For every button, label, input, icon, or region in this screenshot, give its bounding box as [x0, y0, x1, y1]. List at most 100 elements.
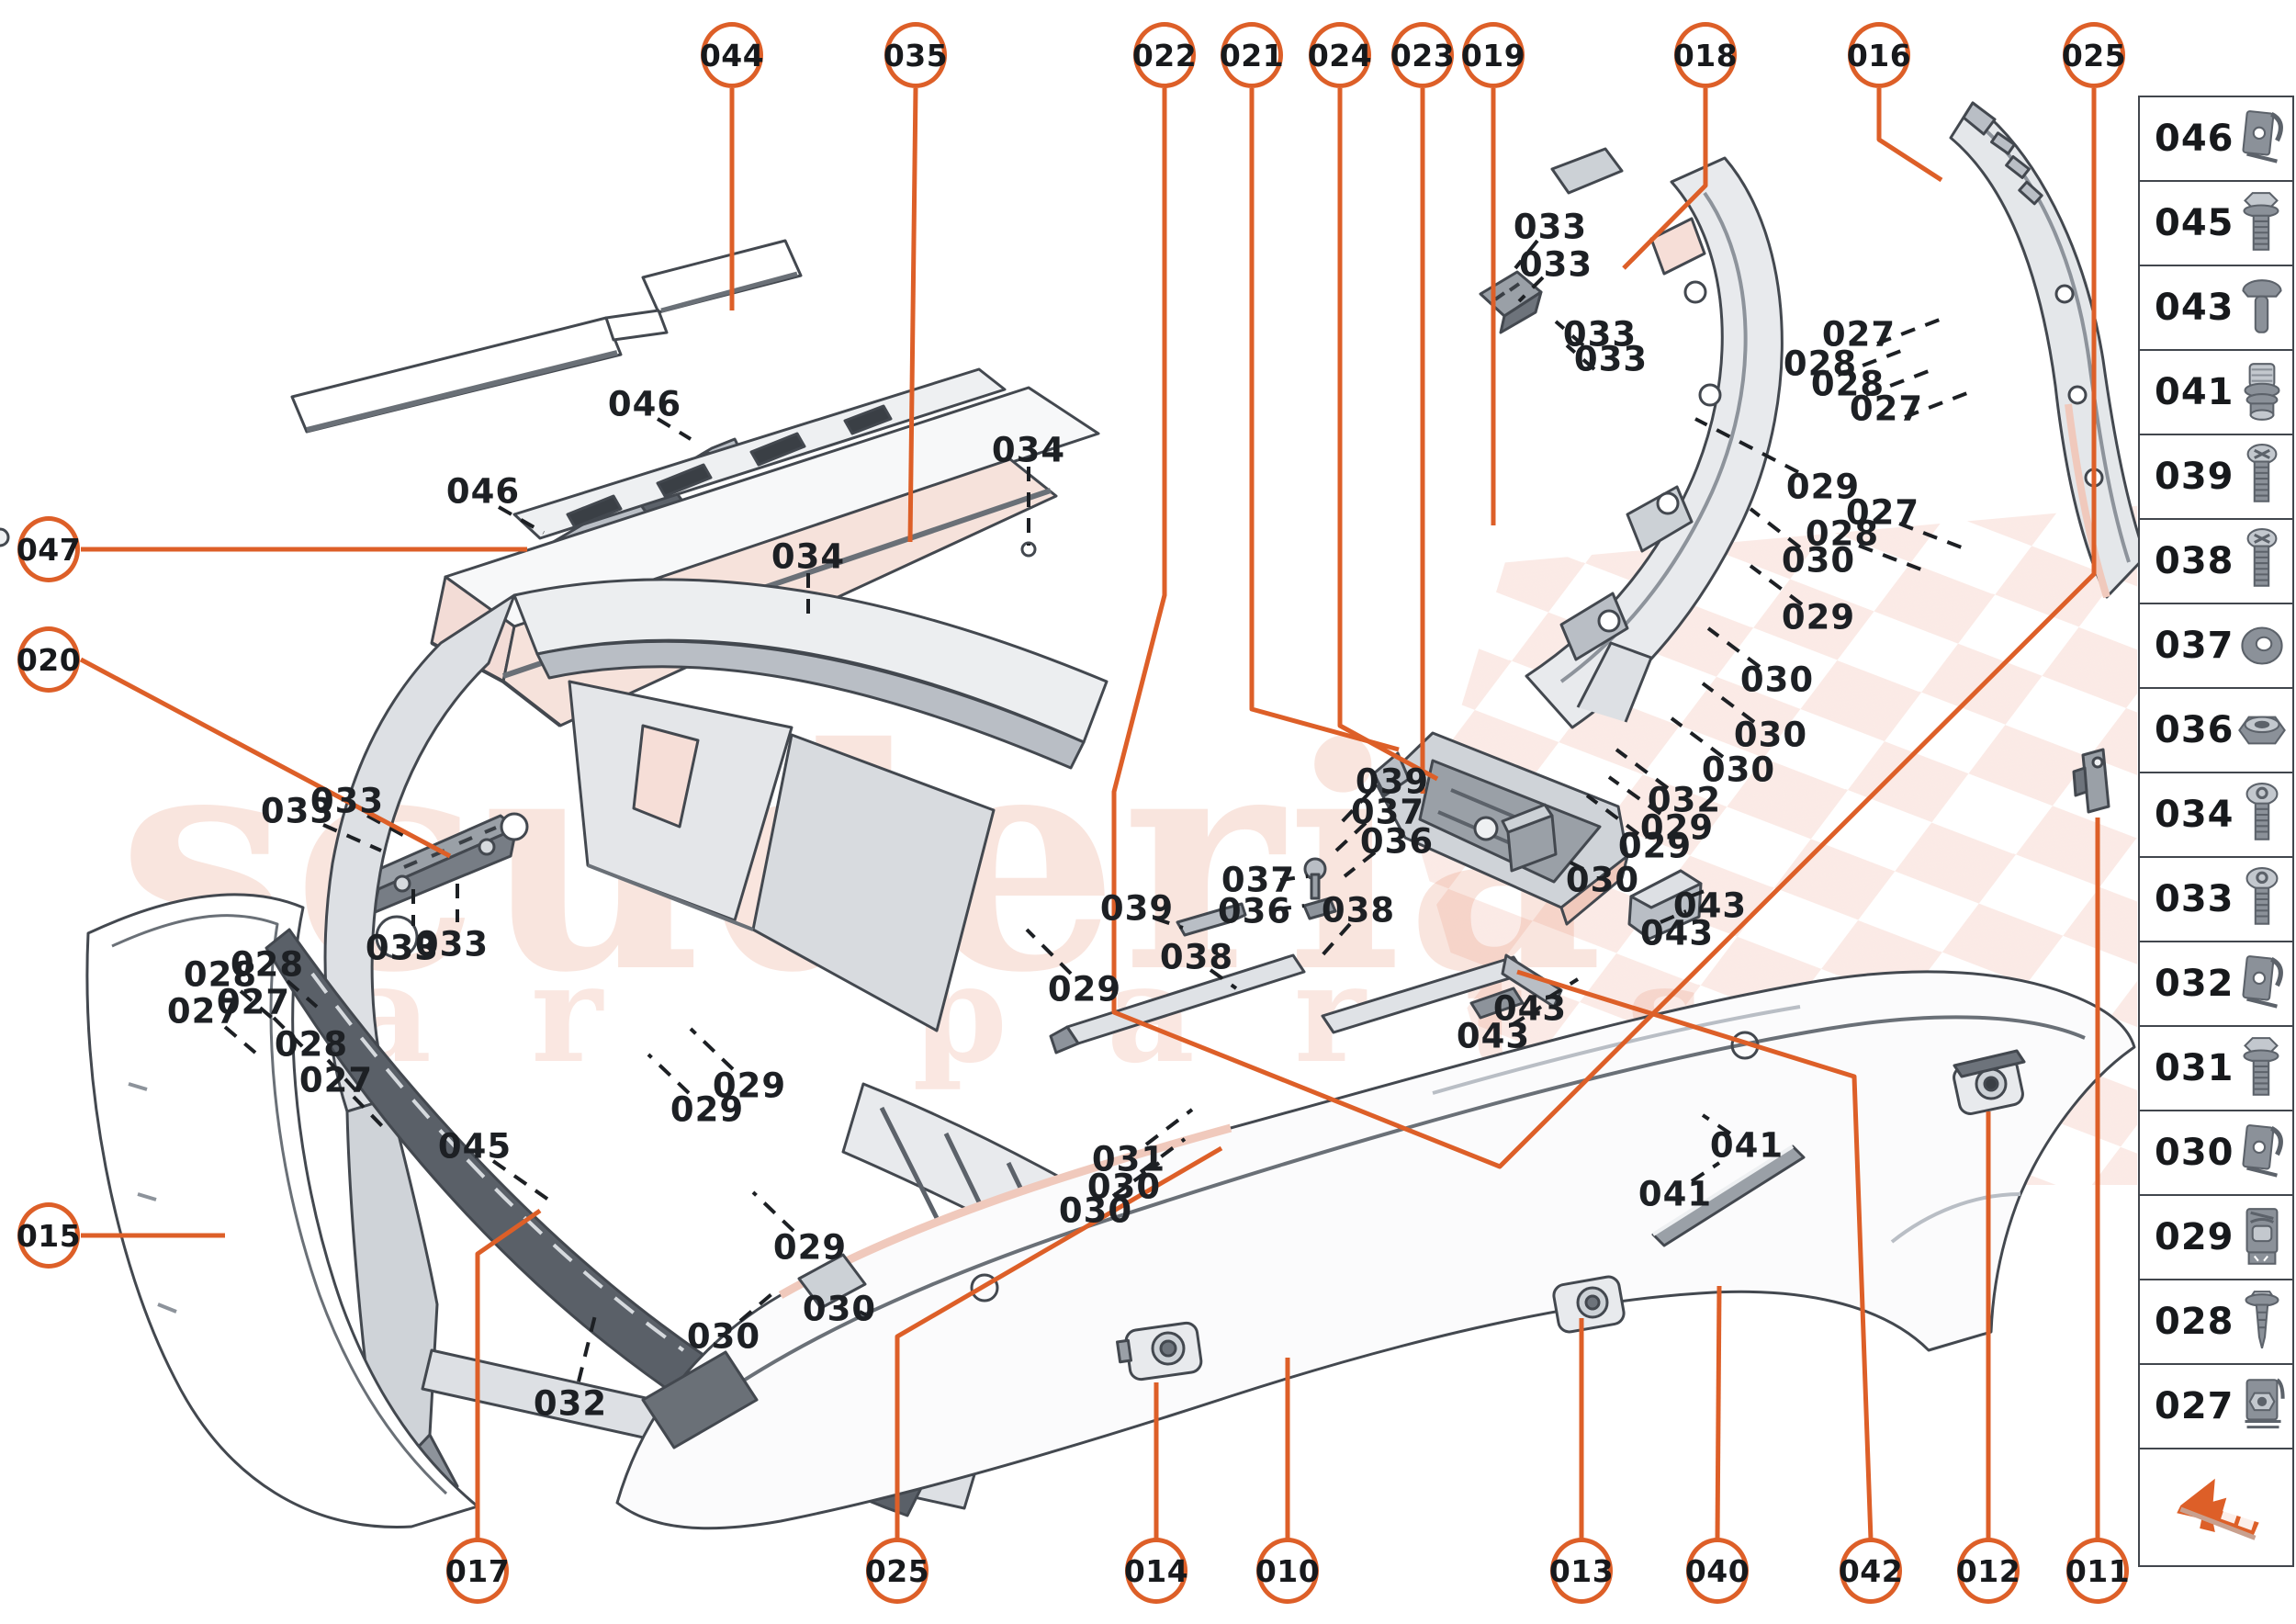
part-label-030: 030 [1781, 540, 1856, 581]
fastener-row-027[interactable]: 027 [2140, 1365, 2292, 1449]
part-040-trim-strip[interactable] [1651, 1145, 1806, 1247]
badge-011[interactable]: 011 [2065, 1538, 2130, 1604]
brand-arrow-cell[interactable] [2140, 1449, 2292, 1565]
fastener-row-045[interactable]: 045 [2140, 182, 2292, 266]
part-044-closing-panel[interactable] [290, 239, 803, 434]
fastener-number: 045 [2155, 202, 2234, 244]
part-label-046: 046 [445, 471, 521, 512]
part-label-033: 033 [1562, 314, 1638, 355]
part-label-029: 029 [1639, 807, 1715, 848]
fastener-number: 046 [2155, 118, 2234, 160]
part-010-lower-bumper[interactable] [615, 970, 2136, 1530]
badge-015[interactable]: 015 [17, 1202, 81, 1269]
badge-014[interactable]: 014 [1124, 1538, 1188, 1604]
part-016-pillar-strip[interactable] [1949, 101, 2147, 599]
part-label-043: 043 [1639, 913, 1715, 953]
badge-021[interactable]: 021 [1220, 22, 1284, 88]
part-label-027: 027 [216, 982, 291, 1022]
part-label-028: 028 [1810, 364, 1885, 404]
fastener-number: 029 [2155, 1216, 2234, 1258]
badge-013[interactable]: 013 [1549, 1538, 1614, 1604]
badge-010[interactable]: 010 [1255, 1538, 1320, 1604]
part-label-039: 039 [1355, 761, 1430, 802]
retainer-icon [2234, 1202, 2290, 1272]
fastener-row-043[interactable]: 043 [2140, 266, 2292, 351]
part-039-plate[interactable] [1176, 902, 1247, 937]
part-label-041: 041 [1638, 1174, 1713, 1214]
badge-035[interactable]: 035 [884, 22, 948, 88]
badge-017[interactable]: 017 [445, 1538, 510, 1604]
fastener-row-037[interactable]: 037 [2140, 604, 2292, 689]
badge-019[interactable]: 019 [1461, 22, 1525, 88]
rivet-icon [2234, 273, 2290, 343]
fastener-number: 033 [2155, 878, 2234, 920]
part-label-030: 030 [1733, 715, 1808, 755]
fastener-row-034[interactable]: 034 [2140, 773, 2292, 858]
badge-025[interactable]: 025 [2062, 22, 2126, 88]
part-015-arch-trim[interactable] [85, 893, 479, 1528]
fastener-number: 038 [2155, 540, 2234, 582]
part-013-sensor-holder[interactable] [1552, 1275, 1626, 1334]
badge-012[interactable]: 012 [1956, 1538, 2020, 1604]
fastener-row-033[interactable]: 033 [2140, 858, 2292, 942]
badge-018[interactable]: 018 [1673, 22, 1738, 88]
part-label-036: 036 [1217, 891, 1292, 931]
label-leader-dashes [223, 239, 1968, 1382]
part-label-043: 043 [1492, 988, 1568, 1029]
part-label-027: 027 [298, 1060, 374, 1100]
fastener-row-046[interactable]: 046 [2140, 97, 2292, 182]
badge-leader-lines [79, 87, 2100, 1540]
fastener-row-036[interactable]: 036 [2140, 689, 2292, 773]
fastener-row-041[interactable]: 041 [2140, 351, 2292, 435]
part-label-028: 028 [230, 944, 305, 985]
badge-040[interactable]: 040 [1685, 1538, 1750, 1604]
badge-020[interactable]: 020 [17, 626, 81, 693]
fastener-row-030[interactable]: 030 [2140, 1111, 2292, 1196]
washer-icon [2234, 611, 2290, 681]
clip-icon [2234, 1118, 2290, 1188]
part-label-029: 029 [772, 1227, 848, 1268]
badge-023[interactable]: 023 [1390, 22, 1455, 88]
part-014-sensor-holder[interactable] [1116, 1321, 1203, 1382]
part-030-clip-block[interactable] [1501, 803, 1558, 873]
bolt-icon [2234, 188, 2290, 258]
part-label-043: 043 [1456, 1016, 1531, 1056]
fastener-row-029[interactable]: 029 [2140, 1196, 2292, 1280]
badge-016[interactable]: 016 [1847, 22, 1911, 88]
part-label-029: 029 [1047, 969, 1122, 1009]
fastener-number: 043 [2155, 287, 2234, 329]
badge-024[interactable]: 024 [1308, 22, 1372, 88]
part-label-031: 031 [1091, 1139, 1166, 1179]
part-038-strip[interactable] [1049, 953, 1306, 1054]
fastener-row-032[interactable]: 032 [2140, 942, 2292, 1027]
badge-042[interactable]: 042 [1839, 1538, 1903, 1604]
screw-icon [2234, 442, 2290, 512]
part-label-039: 039 [1099, 888, 1175, 929]
part-label-027: 027 [1845, 492, 1920, 533]
fastener-row-028[interactable]: 028 [2140, 1280, 2292, 1365]
tapping-icon [2234, 1287, 2290, 1357]
part-018-headlight-frame[interactable] [1525, 147, 1784, 729]
fastener-number: 032 [2155, 963, 2234, 1005]
fastener-row-038[interactable]: 038 [2140, 520, 2292, 604]
part-label-034: 034 [771, 536, 846, 577]
screw-icon [2234, 526, 2290, 596]
badge-025[interactable]: 025 [865, 1538, 929, 1604]
badge-044[interactable]: 044 [700, 22, 764, 88]
fastener-row-039[interactable]: 039 [2140, 435, 2292, 520]
clipnut-icon [2234, 1371, 2290, 1441]
part-043-wedge[interactable] [1469, 987, 1525, 1020]
part-label-037: 037 [1221, 860, 1296, 900]
part-label-030: 030 [1086, 1167, 1162, 1207]
part-012-sensor-holder[interactable] [1952, 1049, 2026, 1116]
badge-047[interactable]: 047 [17, 516, 81, 582]
badge-022[interactable]: 022 [1132, 22, 1197, 88]
part-043-block[interactable] [1627, 869, 1703, 941]
part-037-036-hardware[interactable] [1302, 857, 1337, 920]
part-label-036: 036 [1359, 821, 1435, 862]
grommet-icon [2234, 357, 2290, 427]
fastener-row-031[interactable]: 031 [2140, 1027, 2292, 1111]
part-011-clip[interactable] [2072, 748, 2110, 814]
part-label-029: 029 [1785, 467, 1861, 507]
